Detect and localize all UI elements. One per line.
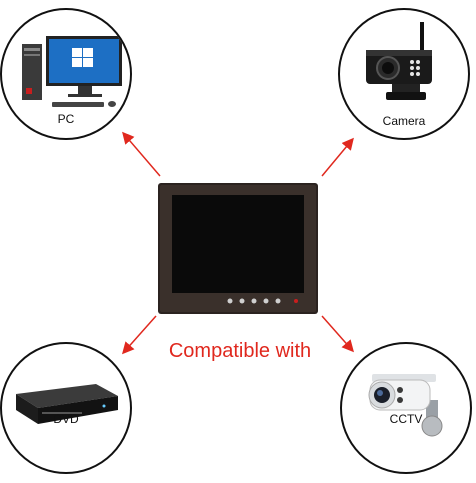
cctv-label: CCTV xyxy=(389,412,423,426)
dvd-player-icon xyxy=(16,384,118,424)
pc-label: PC xyxy=(57,112,75,126)
desktop-computer-icon xyxy=(22,36,122,107)
camera-label: Camera xyxy=(382,114,426,128)
cctv-circle: CCTV xyxy=(340,342,472,474)
dvd-circle: DVD xyxy=(0,342,132,474)
monitor-icon xyxy=(158,183,318,314)
wireless-camera-icon xyxy=(366,22,432,100)
cctv-camera-icon xyxy=(368,374,443,437)
dvd-label: DVD xyxy=(53,412,79,426)
arrow-to-camera xyxy=(321,137,354,177)
arrow-to-dvd xyxy=(122,315,157,355)
camera-circle: Camera xyxy=(338,8,470,140)
compatible-caption: Compatible with xyxy=(168,340,312,362)
arrow-to-pc xyxy=(122,131,161,177)
pc-circle: PC xyxy=(0,8,132,140)
arrow-to-cctv xyxy=(321,315,354,353)
